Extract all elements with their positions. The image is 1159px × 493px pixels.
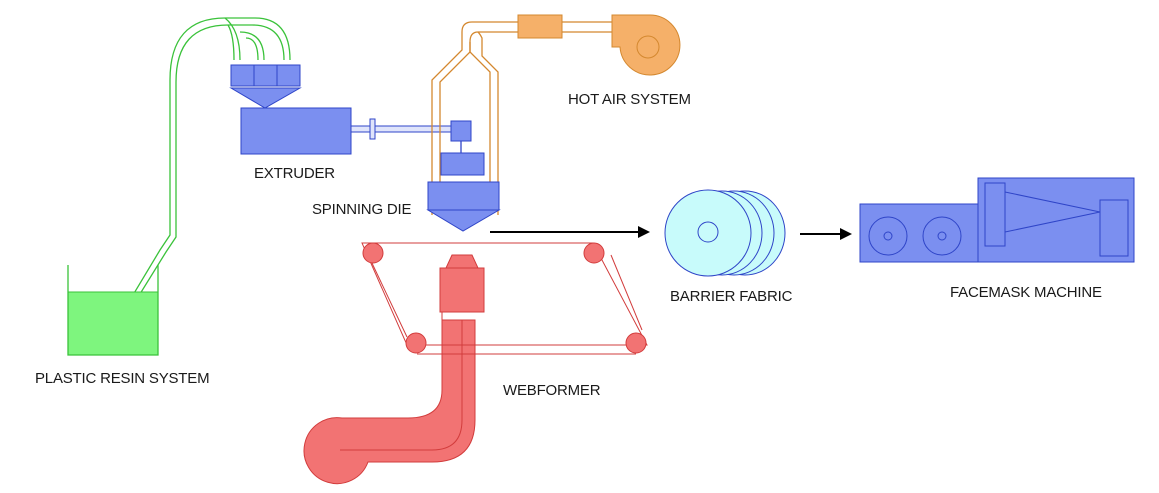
barrier-fabric: BARRIER FABRIC [664,189,793,305]
suction-box-top [445,254,479,269]
flow-arrow-1 [490,226,650,238]
die-gear-box [450,120,472,142]
hot-air-label: HOT AIR SYSTEM [568,91,691,108]
shaft-coupling [369,118,376,140]
webformer-suction-duct [303,300,476,485]
air-heater [517,14,563,39]
hopper-funnel [229,87,302,109]
hot-air-ducts [431,21,612,215]
barrier-fabric-label: BARRIER FABRIC [670,288,793,305]
facemask-roller-1 [868,216,908,256]
spinning-die: SPINNING DIE [312,120,501,232]
fabric-roll-core [697,221,719,243]
facemask-fold-guide [1004,191,1101,233]
extruder-shaft [350,125,452,133]
webformer: WEBFORMER [303,242,648,485]
extruder-body [240,107,352,155]
facemask-machine-label: FACEMASK MACHINE [950,284,1102,301]
extruder-label: EXTRUDER [254,165,335,182]
facemask-press-plate [1099,199,1129,257]
facemask-machine: FACEMASK MACHINE [859,177,1135,301]
hot-air-system: HOT AIR SYSTEM [431,14,691,215]
facemask-machine-body [859,203,979,263]
resin-beaker [67,265,159,356]
facemask-feed-plate [984,182,1006,247]
facemask-roller-2-hub [937,231,947,241]
hopper-3 [276,64,301,87]
conveyor-roller-2 [583,242,605,264]
resin-feed-hoses [99,17,291,353]
air-blower [611,14,681,76]
conveyor-roller-1 [362,242,384,264]
webformer-label: WEBFORMER [503,382,601,399]
die-nozzle [426,209,501,232]
die-body [427,181,500,211]
extruder: EXTRUDER [229,64,452,182]
facemask-roller-2 [922,216,962,256]
air-blower-hub [636,35,660,59]
resin-liquid [68,292,158,355]
conveyor-belt [361,242,648,346]
suction-box [439,267,485,313]
flow-arrow-2 [800,228,852,240]
hopper-2 [253,64,278,87]
facemask-machine-upper [977,177,1135,263]
plastic-resin-system: PLASTIC RESIN SYSTEM [35,17,291,387]
hopper-1 [230,64,255,87]
conveyor-roller-4 [625,332,647,354]
conveyor-roller-3 [405,332,427,354]
spinning-die-label: SPINNING DIE [312,201,411,218]
facemask-roller-1-hub [883,231,893,241]
fabric-roll-1 [664,189,752,277]
plastic-resin-label: PLASTIC RESIN SYSTEM [35,370,209,387]
die-pump [440,152,485,176]
